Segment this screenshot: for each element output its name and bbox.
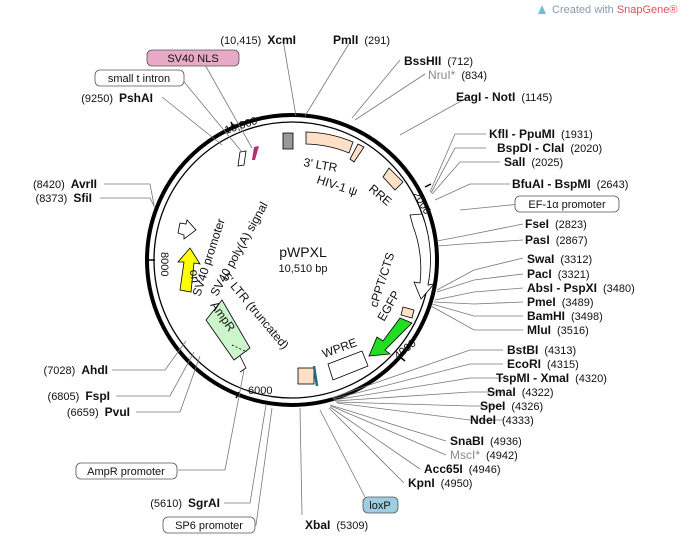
boxed-feature-labels: SV40 NLS small t intron EF-1α promoter A… xyxy=(75,49,620,534)
site-kfli-ppumi: KflI - PpuMI(1931) xyxy=(489,127,593,141)
plasmid-size: 10,510 bp xyxy=(279,263,328,275)
site-bamhi: BamHI(3498) xyxy=(527,309,603,323)
label-hiv-psi: HIV-1 ψ xyxy=(315,173,359,199)
tick-label-4000: 4000 xyxy=(392,337,418,362)
site-ndei: NdeI(4333) xyxy=(470,413,534,427)
feature-ef1a-promoter xyxy=(409,213,436,300)
site-bfuai-bspmi: BfuAI - BspMI(2643) xyxy=(512,177,628,191)
site-pvui: (6659)PvuI xyxy=(67,405,130,419)
site-xbai: XbaI(5309) xyxy=(305,518,368,532)
site-ecori: EcoRI(4315) xyxy=(507,357,579,371)
box-small-t-intron xyxy=(94,69,185,87)
site-acc65i: Acc65I(4946) xyxy=(424,462,501,476)
label-3ltr: 3' LTR xyxy=(302,155,338,175)
feature-egfp xyxy=(368,317,413,357)
site-xcmi: (10,415)XcmI xyxy=(220,33,296,47)
box-sv40-nls xyxy=(146,49,240,67)
site-eagi-noti: EagI - NotI(1145) xyxy=(456,90,552,104)
site-msci: MscI*(4942) xyxy=(450,448,518,462)
site-ahdi: (7028)AhdI xyxy=(44,363,108,377)
site-avrii: (8420)AvrII xyxy=(33,177,97,191)
feature-small-t-intron xyxy=(237,150,247,167)
site-sfii: (8373)SfiI xyxy=(36,191,92,205)
feature-loxp-mark xyxy=(312,365,319,387)
site-fsei: FseI(2823) xyxy=(525,217,587,231)
feature-3ltr-end xyxy=(349,143,365,163)
site-snabi: SnaBI(4936) xyxy=(450,434,522,448)
tick-label-10000: 10,000 xyxy=(223,115,259,137)
leader-lines xyxy=(282,39,524,516)
feature-ampr-promoter-mark xyxy=(239,355,247,373)
site-paci: PacI(3321) xyxy=(527,267,589,281)
site-labels-right: PmlI(291) BssHII(712) NruI*(834) EagI - … xyxy=(305,33,635,532)
feature-sv40-promoter xyxy=(177,219,197,240)
site-pasi: PasI(2867) xyxy=(525,233,587,247)
box-sv40-nls-text: SV40 NLS xyxy=(167,53,218,65)
site-kpni: KpnI(4950) xyxy=(408,476,472,490)
site-bstbi: BstBI(4313) xyxy=(507,343,576,357)
plasmid-name: pWPXL xyxy=(279,244,327,260)
site-bspdi-clai: BspDI - ClaI(2020) xyxy=(497,141,602,155)
tick-label-2000: 2000 xyxy=(410,190,433,217)
feature-ampr-detail xyxy=(231,344,248,353)
box-sp6-promoter-text: SP6 promoter xyxy=(175,520,243,532)
feature-polya xyxy=(282,132,294,150)
snapgene-logo-icon xyxy=(538,5,546,14)
feature-ampr xyxy=(205,299,251,361)
box-loxp-text: loxP xyxy=(369,500,390,512)
site-mlui: MluI(3516) xyxy=(527,323,589,337)
box-small-t-intron-text: small t intron xyxy=(108,73,170,85)
site-swai: SwaI(3312) xyxy=(527,252,592,266)
label-ori: ori xyxy=(187,269,202,284)
feature-rre xyxy=(382,167,404,191)
feature-wpre xyxy=(327,350,369,381)
tick-label-8000: 8000 xyxy=(158,252,170,276)
feature-3ltr xyxy=(305,131,354,154)
snapgene-credit: Created with SnapGene® xyxy=(538,4,678,16)
box-ampr-promoter-text: AmpR promoter xyxy=(87,466,165,478)
site-absi-pspxi: AbsI - PspXI(3480) xyxy=(527,281,635,295)
feature-ori xyxy=(177,247,201,293)
box-sp6-promoter xyxy=(162,516,256,534)
feature-5ltr xyxy=(297,367,315,385)
box-ef1a-promoter-text: EF-1α promoter xyxy=(528,199,606,211)
box-ampr-promoter xyxy=(75,462,178,480)
site-pmei: PmeI(3489) xyxy=(527,295,593,309)
site-labels-left: (10,415)XcmI (9250)PshAI (8420)AvrII (83… xyxy=(33,33,296,510)
backbone-circle xyxy=(145,113,439,407)
label-rre: RRE xyxy=(366,182,394,209)
site-spei: SpeI(4326) xyxy=(480,399,543,413)
credit-text: Created with SnapGene® xyxy=(552,4,678,16)
site-smai: SmaI(4322) xyxy=(487,385,553,399)
site-sali: SalI(2025) xyxy=(504,155,563,169)
box-ef1a-promoter xyxy=(514,195,620,213)
site-tspmi-xmai: TspMI - XmaI(4320) xyxy=(496,371,607,385)
tick-label-6000: 6000 xyxy=(248,385,272,397)
tick-marks xyxy=(148,121,432,399)
site-bsshii: BssHII(712) xyxy=(404,54,473,68)
leader-lines-left xyxy=(100,55,273,526)
site-sgrai: (5610)SgrAI xyxy=(150,496,220,510)
box-loxp xyxy=(362,496,399,514)
feature-sv40-nls xyxy=(252,146,259,160)
feature-cppt xyxy=(400,306,415,319)
site-pmli: PmlI(291) xyxy=(333,33,390,47)
site-prui: NruI*(834) xyxy=(428,68,487,82)
site-fspi: (6805)FspI xyxy=(48,389,110,403)
site-pshai: (9250)PshAI xyxy=(81,91,153,105)
